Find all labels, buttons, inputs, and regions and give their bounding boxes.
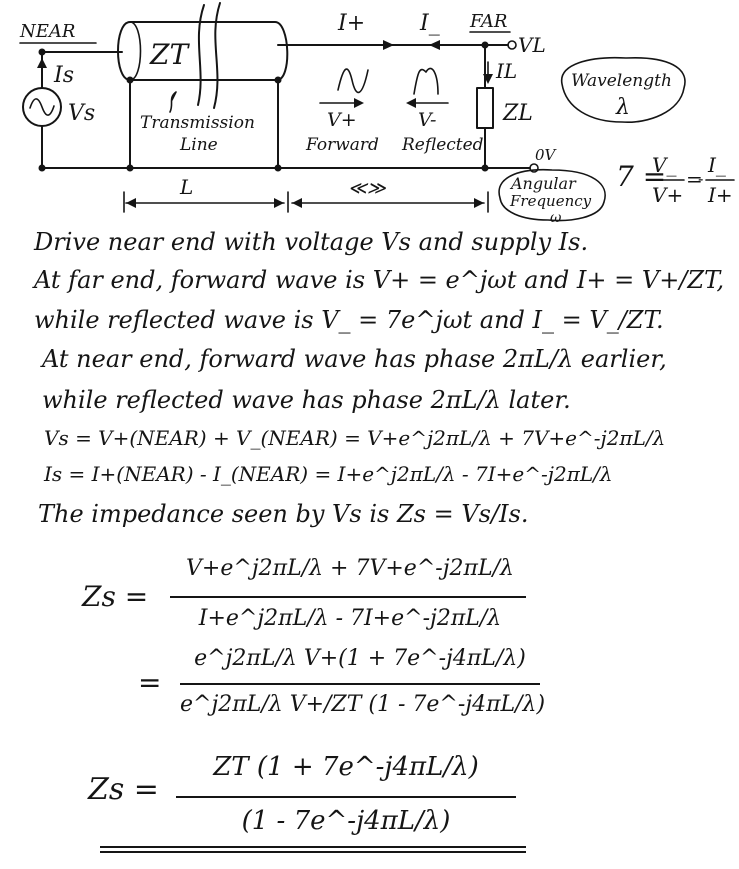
text-line-7: Is = I+(NEAR) - I_(NEAR) = I+e^j2πL/λ - …	[44, 462, 613, 486]
load-resistor-icon	[476, 87, 494, 129]
zl-label: ZL	[502, 101, 533, 126]
gamma-v-numerator: V_	[652, 153, 676, 177]
tline-label-line1: Transmission	[140, 113, 255, 133]
vs-label: Vs	[68, 101, 95, 126]
gamma-i-numerator: I_	[707, 153, 726, 177]
equation-3-lhs: Zs =	[88, 772, 159, 807]
reflected-arrow-head	[406, 98, 416, 108]
vplus-label: V+	[327, 109, 357, 131]
reflected-label: Reflected	[401, 135, 484, 155]
text-line-8: The impedance seen by Vs is Zs = Vs/Is.	[38, 500, 529, 528]
text-line-6: Vs = V+(NEAR) + V_(NEAR) = V+e^j2πL/λ + …	[44, 426, 666, 450]
forward-arrow-head	[354, 98, 364, 108]
sine-glyph-icon	[29, 98, 55, 116]
i-plus-arrow-head	[383, 40, 394, 50]
result-underline-1	[100, 846, 526, 848]
equation-1-denominator: I+e^j2πL/λ - 7I+e^-j2πL/λ	[198, 606, 502, 631]
coax-cylinder	[117, 21, 289, 81]
coax-break-2	[213, 2, 221, 109]
near-label: NEAR	[19, 21, 75, 42]
il-label: IL	[495, 59, 517, 83]
coax-break-1	[197, 4, 205, 106]
i-minus-label: I_	[419, 11, 440, 36]
angular-frequency-bubble	[498, 168, 606, 222]
gamma-v-denominator: V+	[652, 183, 683, 207]
equation-2-denominator: e^j2πL/λ V+/ZT (1 - 7e^-j4πL/λ)	[180, 692, 546, 717]
zero-volt-terminal	[529, 163, 539, 173]
far-dim-arrow-right	[474, 198, 484, 208]
equation-3-bar	[176, 796, 516, 798]
equation-2-numerator: e^j2πL/λ V+(1 + 7e^-j4πL/λ)	[194, 646, 526, 671]
equation-1-lhs: Zs =	[82, 580, 149, 613]
gamma-minus: -	[698, 169, 703, 188]
is-label: Is	[53, 63, 74, 88]
tline-label-line2: Line	[179, 135, 218, 155]
wavelength-label-line2: λ	[615, 95, 630, 120]
equation-3-numerator: ZT (1 + 7e^-j4πL/λ)	[213, 752, 479, 782]
length-label: L	[179, 175, 193, 199]
text-line-2: At far end, forward wave is V+ = e^jωt a…	[34, 266, 725, 294]
wavelength-label-line1: Wavelength	[571, 71, 672, 91]
equation-3-denominator: (1 - 7e^-j4πL/λ)	[241, 806, 451, 836]
gamma-i-denominator: I+	[707, 183, 733, 207]
length-dim-arrow-left	[126, 198, 136, 208]
ground-node-right	[274, 164, 282, 172]
text-line-4: At near end, forward wave has phase 2πL/…	[42, 345, 667, 373]
text-line-5: while reflected wave has phase 2πL/λ lat…	[42, 386, 571, 414]
angular-label-line1: Angular	[509, 174, 577, 193]
is-arrow-head	[37, 58, 47, 68]
text-line-3: while reflected wave is V_ = 7e^jωt and …	[34, 306, 664, 334]
text-line-1: Drive near end with voltage Vs and suppl…	[34, 228, 589, 256]
angular-label-line3: ω	[550, 210, 562, 225]
wavelength-bubble	[561, 56, 686, 123]
equation-1-numerator: V+e^j2πL/λ + 7V+e^-j2πL/λ	[186, 556, 514, 581]
reflected-wave-icon	[413, 67, 439, 95]
transmission-line-diagram: NEAR Is Vs ZT Transmission Line	[19, 2, 735, 225]
vminus-label: V-	[418, 109, 436, 131]
coax-left-face	[129, 21, 142, 81]
il-arrow-head	[483, 74, 493, 84]
forward-label: Forward	[305, 135, 379, 155]
ground-node-left	[126, 164, 134, 172]
vl-terminal	[507, 40, 517, 50]
far-dim-arrow-left	[292, 198, 302, 208]
vl-label: VL	[518, 33, 546, 57]
length-dim-arrow-right	[274, 198, 284, 208]
zt-label: ZT	[149, 38, 190, 71]
equation-2-lhs: =	[138, 666, 162, 699]
forward-wave-icon	[337, 68, 369, 94]
result-underline-2	[100, 851, 526, 853]
zero-volt-label: 0V	[535, 146, 558, 164]
gamma-lhs: 7 =	[616, 160, 666, 193]
i-minus-arrow-head	[429, 40, 440, 50]
angular-label-line2: Frequency	[509, 192, 592, 210]
zt-pointer-arrow	[169, 91, 177, 113]
speed-label: ≪≫	[348, 178, 387, 199]
equation-1-bar	[170, 596, 526, 598]
gamma-equals: =	[686, 167, 703, 191]
equation-2-bar	[180, 683, 540, 685]
i-plus-label: I+	[337, 11, 365, 36]
far-label: FAR	[469, 11, 507, 32]
